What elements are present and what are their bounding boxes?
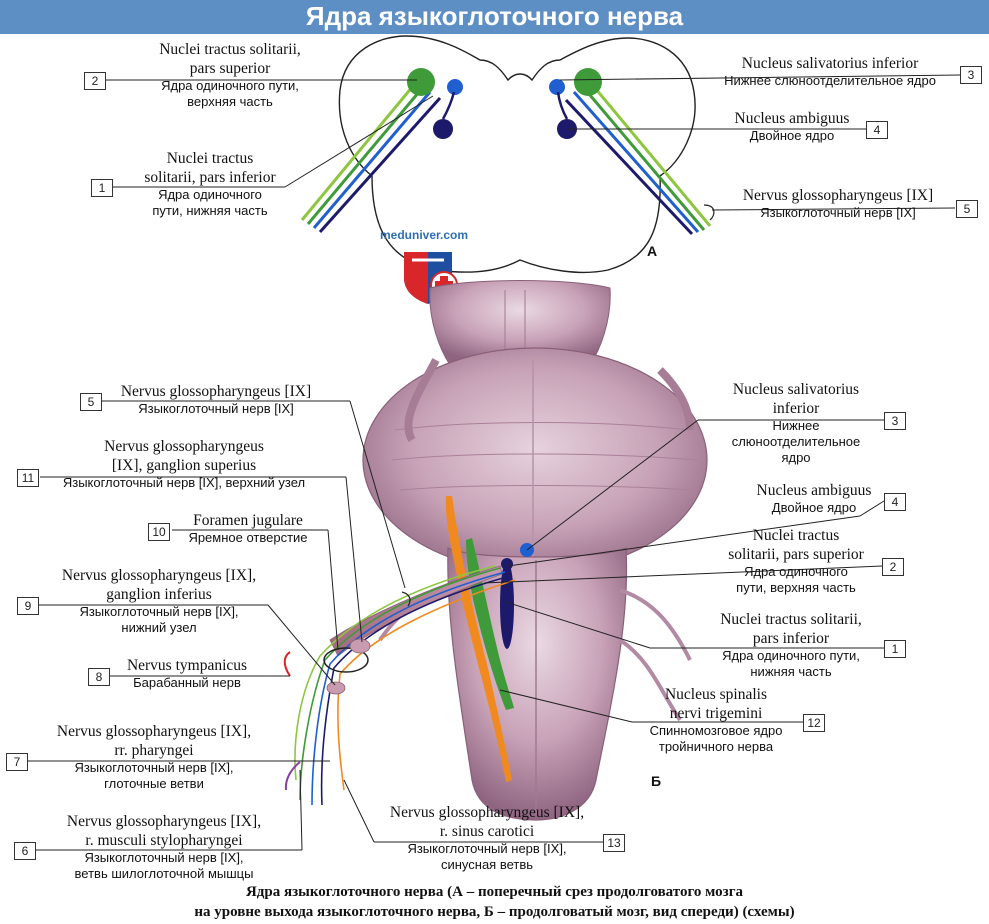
nerve-fibers-b [294, 565, 516, 806]
watermark-text: meduniver.com [380, 228, 469, 242]
number-box-a-3: 3 [960, 66, 982, 84]
number-box-b-1: 1 [884, 640, 906, 658]
label-b-12: Nucleus spinalis nervi trigemini Спинном… [649, 686, 783, 754]
foramen-jugulare-ring [323, 647, 369, 673]
caption-line-1: Ядра языкоглоточного нерва (А – поперечн… [245, 884, 744, 900]
number-box-b-6: 6 [14, 842, 36, 860]
label-a-2: Nuclei tractus solitarii, pars superior … [159, 41, 301, 109]
number-box-b-10: 10 [148, 523, 170, 541]
label-b-3: Nucleus salivatorius inferior Нижнее слю… [731, 381, 861, 465]
number-box-a-1: 1 [91, 179, 113, 197]
number-box-b-12: 12 [803, 714, 825, 732]
number-box-b-3: 3 [884, 412, 906, 430]
left-fiber-bundle [300, 79, 442, 234]
panel-a-letter: А [647, 243, 658, 259]
left-salivatory-nucleus [447, 79, 463, 95]
number-box-b-9: 9 [17, 597, 39, 615]
nerve-exit-marker-a [703, 204, 715, 221]
number-box-b-7: 7 [6, 753, 28, 771]
left-ambiguus-nucleus [433, 119, 453, 139]
label-b-9: Nervus glossopharyngeus [IX], ganglion i… [61, 567, 257, 635]
ganglion-inferius [326, 681, 346, 695]
caption-line-2: на уровне выхода языкоглоточного нерва, … [194, 904, 795, 920]
number-box-b-5: 5 [80, 393, 102, 411]
label-b-7: Nervus glossopharyngeus [IX], rr. pharyn… [56, 723, 252, 791]
number-box-b-11: 11 [17, 469, 39, 487]
spinal-trigeminal-nucleus-column [445, 496, 512, 782]
number-box-a-5: 5 [956, 200, 978, 218]
label-b-1: Nuclei tractus solitarii, pars inferior … [720, 611, 862, 679]
number-box-b-13: 13 [603, 834, 625, 852]
panel-b-letter: Б [651, 773, 662, 789]
ganglion-superius [349, 638, 371, 654]
glossopharyngeal-trunk [329, 565, 503, 657]
label-b-11: Nervus glossopharyngeus [IX], ganglion s… [62, 438, 306, 490]
number-box-b-8: 8 [88, 668, 110, 686]
label-b-8: Nervus tympanicus Барабанный нерв [126, 657, 248, 690]
right-ambiguus-nucleus [557, 119, 577, 139]
number-box-a-4: 4 [866, 121, 888, 139]
label-b-6: Nervus glossopharyngeus [IX], r. musculi… [66, 813, 262, 881]
tympanic-nerve-branch [283, 651, 291, 677]
label-b-4: Nucleus ambiguus Двойное ядро [756, 482, 872, 515]
leader-lines-a [104, 74, 961, 211]
label-b-10: Foramen jugulare Яремное отверстие [188, 512, 308, 545]
label-b-2: Nuclei tractus solitarii, pars superior … [728, 527, 864, 595]
page-title: Ядра языкоглоточного нерва [305, 1, 684, 31]
label-a-3: Nucleus salivatorius inferior Нижнее слю… [724, 55, 936, 88]
right-fiber-bundle [564, 81, 712, 236]
leader-lines-b [28, 400, 885, 851]
label-a-4: Nucleus ambiguus Двойное ядро [734, 110, 850, 143]
label-a-5: Nervus glossopharyngeus [IX] Языкоглоточ… [742, 187, 934, 220]
right-solitary-nucleus-superior [574, 68, 602, 96]
left-solitary-nucleus-superior [407, 68, 435, 96]
right-salivatory-nucleus [549, 79, 565, 95]
number-box-a-2: 2 [84, 72, 106, 90]
label-b-5: Nervus glossopharyngeus [IX] Языкоглоточ… [120, 383, 312, 416]
title-banner [0, 0, 989, 34]
label-b-13: Nervus glossopharyngeus [IX], r. sinus c… [389, 804, 585, 872]
label-a-1: Nuclei tractus solitarii, pars inferior … [144, 150, 276, 218]
number-box-b-4: 4 [884, 493, 906, 511]
number-box-b-2: 2 [882, 558, 904, 576]
